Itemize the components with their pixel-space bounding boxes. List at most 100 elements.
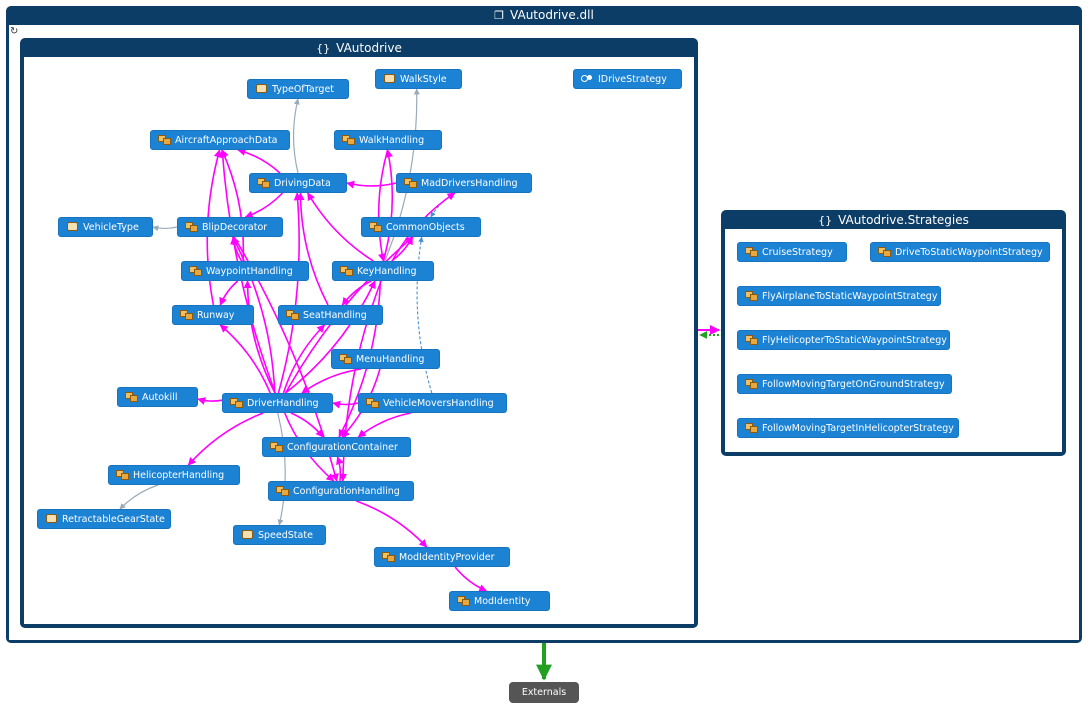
edge-seathandling-to-drivingdata <box>296 192 329 306</box>
class-icon <box>369 221 382 232</box>
enum-icon <box>255 83 267 93</box>
node-maddrivershandling[interactable]: MadDriversHandling <box>396 173 532 193</box>
class-icon <box>745 422 758 433</box>
node-keyhandling[interactable]: KeyHandling <box>332 261 434 281</box>
edge-configurationhandling-to-modidentityprovider <box>356 500 428 548</box>
enum-icon <box>66 221 78 231</box>
node-aircraftapproachdata[interactable]: AircraftApproachData <box>150 130 290 150</box>
namespace-body <box>24 57 694 624</box>
edge-walkhandling-to-keyhandling <box>377 149 389 262</box>
enum-icon <box>383 73 395 83</box>
edge-drivingdata-to-typeoftarget <box>293 98 300 174</box>
edge-driverhandling-to-keyhandling <box>285 280 376 394</box>
namespace-title[interactable]: {}VAutodrive <box>316 41 402 55</box>
assembly-icon: ❐ <box>494 9 505 22</box>
edge-driverhandling-to-autokill <box>197 397 223 405</box>
edge-keyhandling-to-seathandling <box>341 280 372 306</box>
class-icon <box>366 397 379 408</box>
edge-driverhandling-to-drivingdata <box>277 192 302 394</box>
class-icon <box>257 177 270 188</box>
node-modidentityprovider[interactable]: ModIdentityProvider <box>374 547 510 567</box>
class-icon <box>276 485 289 496</box>
class-icon <box>457 595 470 606</box>
node-configurationhandling[interactable]: ConfigurationHandling <box>268 481 414 501</box>
enum-icon <box>45 513 57 523</box>
edge-driverhandling-to-waypointhandling <box>243 280 276 394</box>
node-runway[interactable]: Runway <box>172 305 254 325</box>
node-walkstyle[interactable]: WalkStyle <box>375 69 462 89</box>
class-icon <box>342 134 355 145</box>
class-icon <box>189 265 202 276</box>
node-flyairplanetostaticwaypointstrategy[interactable]: FlyAirplaneToStaticWaypointStrategy <box>737 286 941 306</box>
node-drivetostaticwaypointstrategy[interactable]: DriveToStaticWaypointStrategy <box>870 242 1050 262</box>
class-icon <box>116 469 129 480</box>
namespace-title[interactable]: {}VAutodrive.Strategies <box>818 213 969 227</box>
edge-drivingdata-to-blipdecorator <box>244 192 284 219</box>
node-seathandling[interactable]: SeatHandling <box>278 305 383 325</box>
node-retractablegearstate[interactable]: RetractableGearState <box>37 509 171 529</box>
node-cruisestrategy[interactable]: CruiseStrategy <box>737 242 847 262</box>
interface-icon <box>581 73 593 83</box>
assembly-title[interactable]: ❐VAutodrive.dll <box>494 8 594 22</box>
node-speedstate[interactable]: SpeedState <box>233 525 326 545</box>
edge-configurationhandling-to-configurationcontainer <box>336 456 344 482</box>
edge-helicopterhandling-to-retractablegearstate <box>119 484 159 510</box>
edge-driverhandling-to-seathandling <box>282 324 326 394</box>
edge-driverhandling-to-blipdecorator <box>231 236 276 394</box>
edge-driverhandling-to-runway <box>219 324 271 394</box>
node-helicopterhandling[interactable]: HelicopterHandling <box>108 465 240 485</box>
edge-driverhandling-to-helicopterhandling <box>187 412 264 466</box>
class-icon <box>286 309 299 320</box>
edge-modidentityprovider-to-modidentity <box>454 566 488 592</box>
externals-node[interactable]: Externals <box>509 682 579 703</box>
class-icon <box>745 246 758 257</box>
class-icon <box>339 353 352 364</box>
node-menuhandling[interactable]: MenuHandling <box>331 349 440 369</box>
edge-vehiclemovershandling-to-driverhandling <box>332 400 359 409</box>
node-commonobjects[interactable]: CommonObjects <box>361 217 481 237</box>
namespace-icon: {} <box>818 214 833 227</box>
node-configurationcontainer[interactable]: ConfigurationContainer <box>262 437 411 457</box>
namespace-vautodrive: {}VAutodrive <box>20 38 698 628</box>
refresh-icon[interactable]: ↻ <box>10 26 19 37</box>
node-drivingdata[interactable]: DrivingData <box>249 173 347 193</box>
class-icon <box>125 391 138 402</box>
class-icon <box>382 551 395 562</box>
enum-icon <box>241 529 253 539</box>
edge-waypointhandling-to-aircraftapproachdata <box>221 149 245 262</box>
namespace-icon: {} <box>316 42 331 55</box>
edge-driverhandling-to-configurationcontainer <box>290 412 324 438</box>
edge-keyhandling-to-walkhandling <box>382 149 394 262</box>
node-followmovingtargetinhelicopterstrategy[interactable]: FollowMovingTargetInHelicopterStrategy <box>737 418 959 438</box>
class-icon <box>404 177 417 188</box>
class-icon <box>158 134 171 145</box>
edge-keyhandling-to-drivingdata <box>307 192 374 262</box>
class-icon <box>230 397 243 408</box>
edge-drivingdata-to-aircraftapproachdata <box>237 148 281 174</box>
edge-waypointhandling-to-runway <box>219 280 239 306</box>
node-typeoftarget[interactable]: TypeOfTarget <box>247 79 349 99</box>
class-icon <box>185 221 198 232</box>
node-idrivestrategy[interactable]: IDriveStrategy <box>573 69 682 89</box>
node-walkhandling[interactable]: WalkHandling <box>334 130 442 150</box>
edge-driverhandling-to-speedstate <box>277 412 286 526</box>
class-icon <box>745 334 758 345</box>
node-modidentity[interactable]: ModIdentity <box>449 591 550 611</box>
class-icon <box>745 290 758 301</box>
node-waypointhandling[interactable]: WaypointHandling <box>181 261 309 281</box>
node-vehicletype[interactable]: VehicleType <box>58 217 153 237</box>
edge-blipdecorator-to-vehicletype <box>152 225 178 232</box>
node-followmovingtargetongroundstrategy[interactable]: FollowMovingTargetOnGroundStrategy <box>737 374 952 394</box>
class-icon <box>878 246 891 257</box>
class-icon <box>745 378 758 389</box>
class-icon <box>180 309 193 320</box>
edge-maddrivershandling-to-drivingdata <box>346 180 397 189</box>
node-vehiclemovershandling[interactable]: VehicleMoversHandling <box>358 393 507 413</box>
edge-vehiclemovershandling-to-configurationcontainer <box>357 412 411 438</box>
node-driverhandling[interactable]: DriverHandling <box>222 393 333 413</box>
class-icon <box>340 265 353 276</box>
node-autokill[interactable]: Autokill <box>117 387 198 407</box>
node-blipdecorator[interactable]: BlipDecorator <box>177 217 283 237</box>
node-flyhelicoptertostaticwaypointstrategy[interactable]: FlyHelicopterToStaticWaypointStrategy <box>737 330 950 350</box>
class-icon <box>270 441 283 452</box>
